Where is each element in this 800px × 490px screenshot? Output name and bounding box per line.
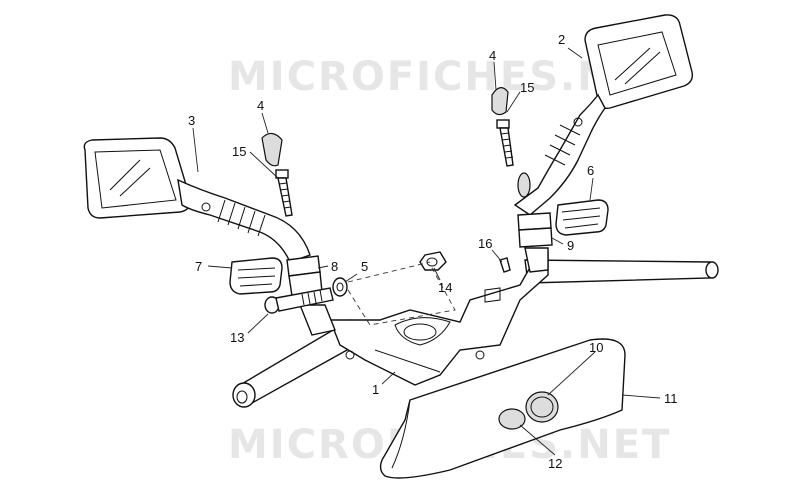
callout-1: 1 (372, 382, 379, 397)
callout-10: 10 (589, 340, 603, 355)
callout-12: 12 (548, 456, 562, 471)
part-16-screw (499, 257, 511, 273)
callout-16: 16 (478, 236, 492, 251)
callout-9: 9 (567, 238, 574, 253)
callout-4-left: 4 (257, 98, 264, 113)
part-3-mirror-left (83, 137, 311, 263)
part-9-clamp-right (517, 212, 553, 248)
part-1-handlebar (232, 247, 719, 408)
part-15-screw-left (275, 169, 293, 217)
part-6-cover-right (555, 199, 609, 236)
part-2-mirror-right (513, 14, 694, 216)
assembly-line (347, 267, 456, 326)
part-13-bolt (264, 287, 334, 314)
callout-13: 13 (230, 330, 244, 345)
part-12-plug (498, 408, 526, 430)
callout-14: 14 (438, 280, 452, 295)
callout-15-left: 15 (232, 144, 246, 159)
callout-4-right: 4 (489, 48, 496, 63)
callout-2: 2 (558, 32, 565, 47)
part-7-cover-left (229, 257, 283, 295)
callout-8: 8 (331, 259, 338, 274)
callout-6: 6 (587, 163, 594, 178)
callout-15-right: 15 (520, 80, 534, 95)
callout-3: 3 (188, 113, 195, 128)
callout-11: 11 (664, 391, 678, 406)
part-10-cap (525, 391, 559, 423)
part-15-screw-right (496, 119, 514, 167)
part-4-cap-right (491, 87, 509, 116)
part-4-cap-left (261, 132, 283, 167)
callout-7: 7 (195, 259, 202, 274)
part-14-nut (419, 251, 447, 271)
part-11-cover (379, 338, 626, 479)
leader-lines (192, 47, 661, 456)
part-5-washer (332, 277, 348, 297)
callout-5: 5 (361, 259, 368, 274)
